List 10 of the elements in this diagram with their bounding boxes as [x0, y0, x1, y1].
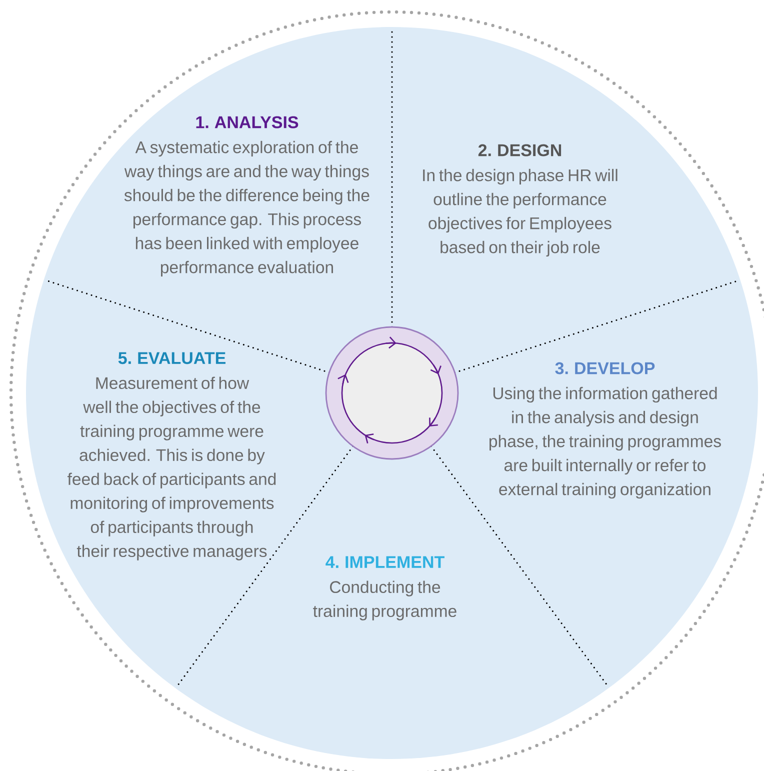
- phase-heading: 5. EVALUATE: [118, 352, 226, 364]
- phase-heading: 1. ANALYSIS: [196, 116, 298, 128]
- phase-description: Measurement of how well the objectives of the training programme were achieved. This is done by feed back of participants and monitoring of improvements of participants through their respective managers: [68, 376, 276, 560]
- phase-heading: 4. IMPLEMENT: [326, 556, 444, 568]
- phase-heading: 2. DESIGN: [478, 144, 562, 156]
- phase-description: A systematic exploration of the way things are and the way things should be the difference being the performance gap. This process has been linked with employee performance evaluation: [124, 140, 370, 277]
- phase-description: In the design phase HR will outline the performance objectives for Employees based on their job role: [423, 168, 618, 257]
- phase-heading: 3. DEVELOP: [555, 362, 655, 374]
- phase-description: Using the information gathered in the analysis and design phase, the training programmes are built internally or refer to external training organization: [490, 386, 721, 499]
- phase-description: Conducting the training programme: [313, 580, 456, 620]
